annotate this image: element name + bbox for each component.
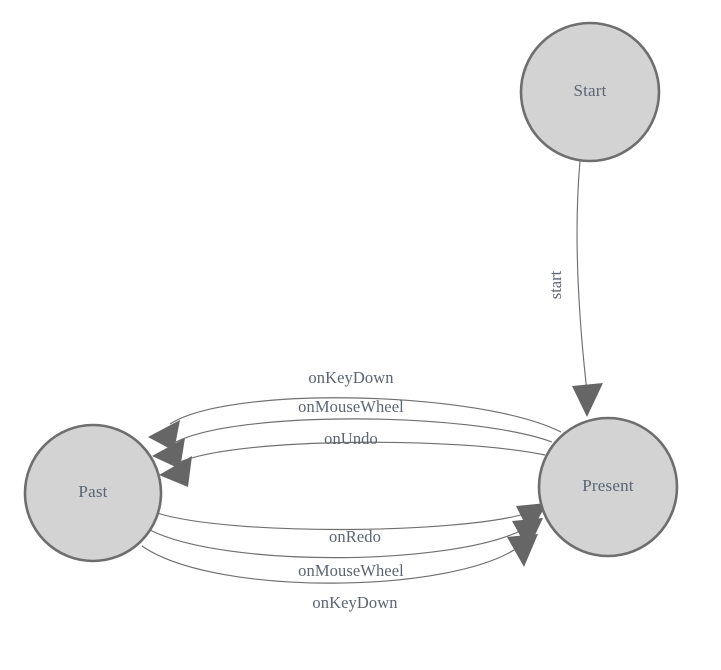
edge-past-to-present-onmousewheel[interactable]: onMouseWheel [149, 518, 543, 580]
edge-present-to-past-onundo-path [179, 441, 546, 463]
edge-past-to-present-onredo-arrowhead [516, 503, 547, 534]
edge-present-to-past-onkeydown[interactable]: onKeyDown [148, 368, 562, 451]
node-present-label: Present [582, 476, 634, 495]
edge-start-to-present-path [576, 160, 588, 393]
edge-past-to-present-onkeydown-arrowhead [507, 534, 538, 567]
node-start-label: Start [573, 81, 606, 100]
edge-label-present-past-onkeydown: onKeyDown [308, 368, 393, 387]
edge-present-to-past-onkeydown-arrowhead [148, 420, 180, 451]
node-past-label: Past [78, 482, 107, 501]
edge-past-to-present-onmousewheel-path [149, 528, 525, 559]
edge-present-to-past-onundo[interactable]: onUndo [159, 429, 546, 487]
edge-past-to-present-onkeydown-path [141, 545, 521, 584]
edge-label-past-present-onredo: onRedo [329, 527, 381, 546]
node-present[interactable]: Present [537, 416, 679, 558]
edge-past-to-present-onkeydown[interactable]: onKeyDown [141, 534, 538, 612]
edge-present-to-past-onkeydown-path [169, 397, 562, 433]
edge-present-to-past-onmousewheel[interactable]: onMouseWheel [152, 397, 553, 469]
edge-label-start: start [546, 270, 565, 299]
edge-start-to-present[interactable]: start [546, 160, 603, 417]
node-start[interactable]: Start [519, 21, 661, 163]
edge-label-present-past-onundo: onUndo [324, 429, 378, 448]
edge-label-present-past-onmousewheel: onMouseWheel [298, 397, 404, 416]
edge-past-to-present-onmousewheel-arrowhead [512, 518, 543, 550]
edge-past-to-present-onredo-path [156, 512, 529, 531]
node-past[interactable]: Past [23, 423, 163, 563]
edge-past-to-present-onredo[interactable]: onRedo [156, 503, 547, 546]
edge-present-to-past-onmousewheel-arrowhead [152, 438, 185, 469]
edge-label-past-present-onmousewheel: onMouseWheel [298, 561, 404, 580]
edge-start-to-present-arrowhead [572, 383, 603, 417]
edge-label-past-present-onkeydown: onKeyDown [312, 593, 397, 612]
edge-present-to-past-onmousewheel-path [173, 418, 553, 444]
node-past-circle [23, 423, 163, 563]
node-start-circle [519, 21, 661, 163]
edge-present-to-past-onundo-arrowhead [159, 456, 192, 487]
node-present-circle [537, 416, 679, 558]
